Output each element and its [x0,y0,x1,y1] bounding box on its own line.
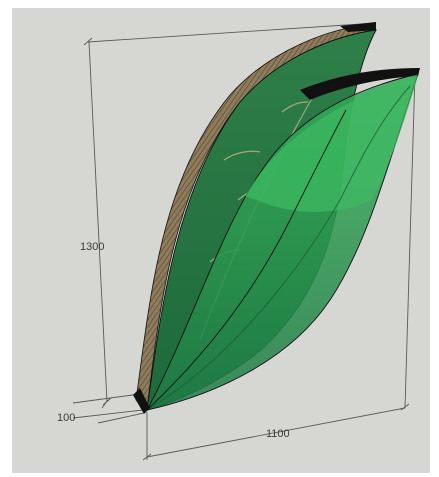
front-leaf-highlight [245,76,418,212]
back-leaf-contour [146,109,347,411]
3d-viewport[interactable]: 1300 1100 100 [12,8,430,473]
thickness-dimension-label: 100 [57,412,75,424]
model-drawing: 1300 1100 100 [57,22,420,461]
front-leaf-midrib [146,85,411,411]
back-leaf-tip [340,22,376,32]
dimension-lines [72,22,416,461]
width-dimension-label: 1100 [266,428,290,440]
height-dimension-label: 1300 [80,241,104,253]
base-block [133,388,150,414]
front-leaf-edge [300,68,420,100]
